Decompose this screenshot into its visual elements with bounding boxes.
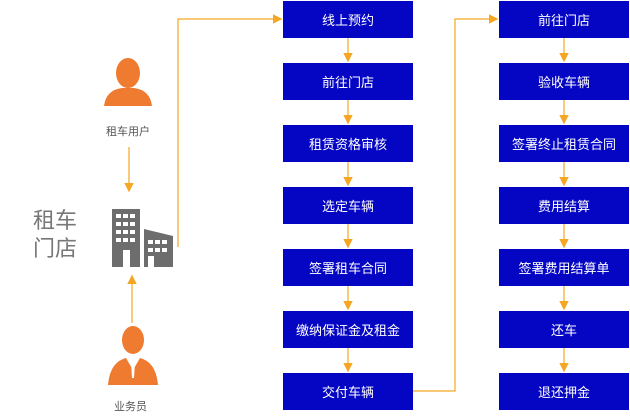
left-flow-step: 交付车辆 [283, 373, 413, 410]
right-flow-step: 验收车辆 [499, 63, 629, 100]
staff-icon [108, 326, 158, 385]
user-label: 租车用户 [106, 125, 150, 138]
left-flow-step: 线上预约 [283, 1, 413, 38]
arrow-store-to-flow [177, 14, 283, 247]
arrow-left-to-right-column [413, 14, 499, 392]
right-flow-step: 前往门店 [499, 1, 629, 38]
left-flow-step: 选定车辆 [283, 187, 413, 224]
right-flow-step: 还车 [499, 311, 629, 348]
right-flow-step: 费用结算 [499, 187, 629, 224]
left-flow-step: 签署租车合同 [283, 249, 413, 286]
staff-label: 业务员 [114, 400, 147, 413]
user-icon [104, 58, 152, 106]
right-flow-step: 退还押金 [499, 373, 629, 410]
left-flow-step: 缴纳保证金及租金 [283, 311, 413, 348]
right-flow-step: 签署终止租赁合同 [499, 125, 629, 162]
left-flow-step: 前往门店 [283, 63, 413, 100]
store-label: 租车门店 [33, 209, 78, 262]
left-flow-step: 租赁资格审核 [283, 125, 413, 162]
building-icon [112, 209, 173, 267]
right-flow-step: 签署费用结算单 [499, 249, 629, 286]
